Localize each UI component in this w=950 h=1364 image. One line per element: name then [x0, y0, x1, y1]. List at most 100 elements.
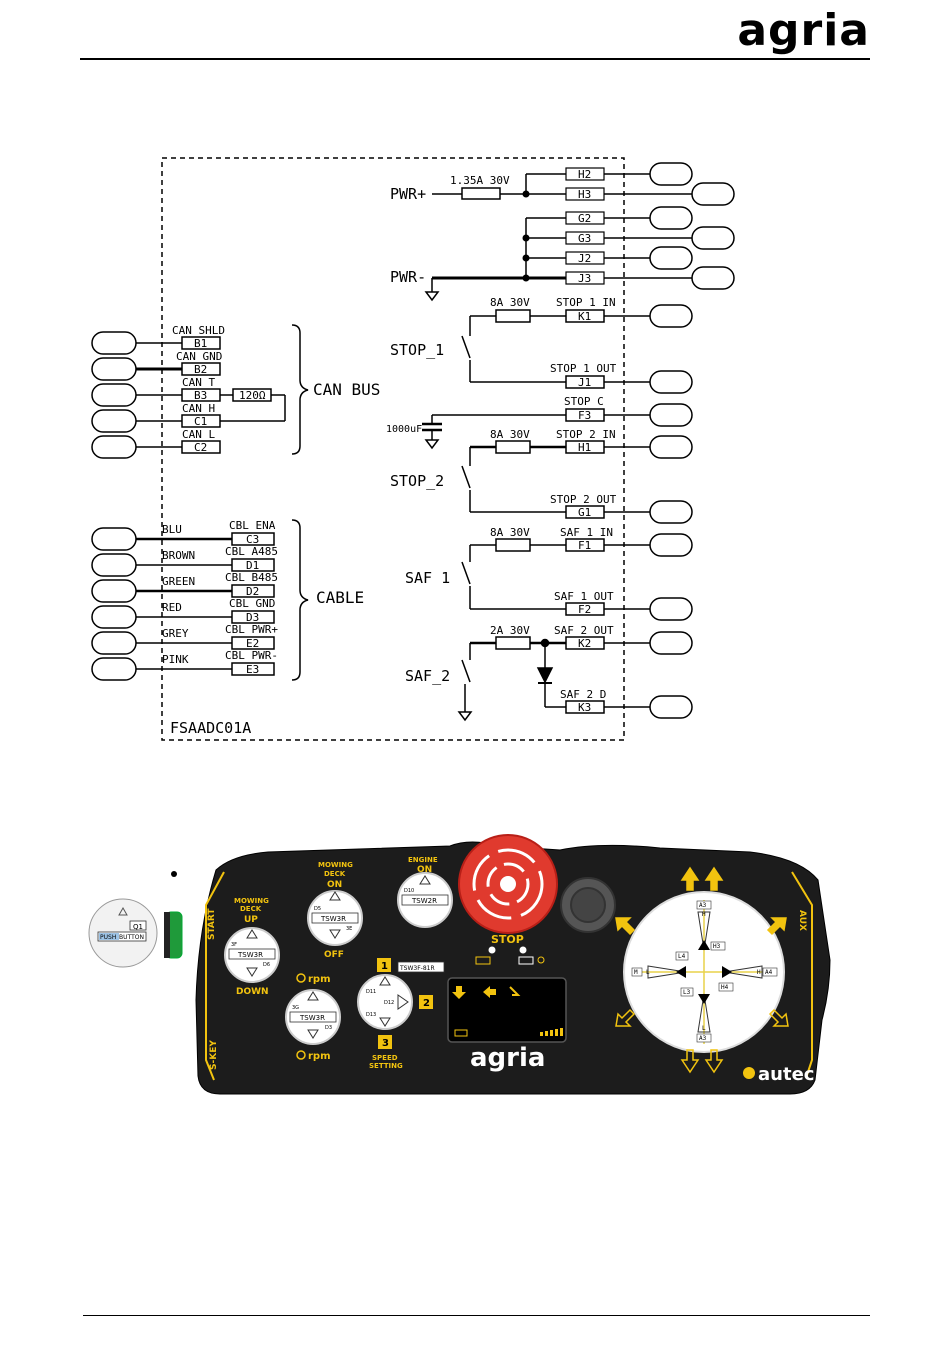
wire-blu: BLU — [162, 523, 182, 536]
header-rule — [80, 58, 870, 60]
svg-text:H3: H3 — [713, 943, 721, 950]
pin-k2: K2 — [578, 637, 591, 650]
svg-text:A4: A4 — [765, 969, 773, 976]
cbl-pwrp-label: CBL PWR+ — [225, 623, 278, 636]
stop1-out-label: STOP 1 OUT — [550, 362, 617, 375]
terminal-c2 — [91, 435, 137, 459]
terminal-h2 — [649, 162, 693, 186]
arrow-up-icon — [680, 866, 700, 891]
svg-text:L3: L3 — [683, 989, 691, 996]
pin-d1: D1 — [246, 559, 259, 572]
svg-text:rpm: rpm — [308, 974, 331, 985]
svg-text:3: 3 — [382, 1038, 389, 1049]
start-label: START — [207, 908, 217, 940]
svg-text:L4: L4 — [678, 953, 686, 960]
svg-text:SETTING: SETTING — [369, 1062, 403, 1070]
svg-text:DECK: DECK — [240, 905, 262, 913]
svg-text:BUTTON: BUTTON — [119, 934, 144, 941]
arrow-up-right-icon — [766, 917, 787, 936]
svg-text:D3: D3 — [325, 1025, 332, 1031]
stop1-in-label: STOP 1 IN — [556, 296, 616, 309]
engine-switch[interactable]: ENGINE ON TSW2R D10 — [397, 856, 453, 928]
stop2-in-label: STOP 2 IN — [556, 428, 616, 441]
pin-d3: D3 — [246, 611, 259, 624]
rpm-switch[interactable]: rpm TSW3R 3G D3 rpm — [285, 973, 341, 1062]
terminal-f3 — [649, 403, 693, 427]
terminal-h3 — [691, 182, 735, 206]
svg-text:DOWN: DOWN — [236, 987, 269, 997]
stop2-out-label: STOP 2 OUT — [550, 493, 617, 506]
svg-text:rpm: rpm — [308, 1051, 331, 1062]
can-gnd-label: CAN GND — [176, 350, 222, 363]
rotary-knob[interactable] — [560, 877, 616, 933]
svg-text:3G: 3G — [292, 1005, 299, 1011]
joystick[interactable]: A3 H H3 M L L4 H A4 H4 L3 L A3 — [623, 891, 785, 1053]
pin-j1: J1 — [578, 376, 591, 389]
pin-h2: H2 — [565, 167, 605, 181]
can-h-label: CAN H — [182, 402, 215, 415]
saf1-out-label: SAF 1 OUT — [554, 590, 614, 603]
svg-text:H2: H2 — [578, 168, 591, 181]
terminal-g3 — [691, 226, 735, 250]
terminal-b3 — [91, 383, 137, 407]
page-header: agria — [80, 0, 870, 60]
footer-rule — [83, 1315, 870, 1316]
pin-b1: B1 — [194, 337, 207, 350]
stop2-fuse: 8A 30V — [490, 428, 530, 441]
svg-text:D12: D12 — [384, 1000, 394, 1006]
svg-text:D6: D6 — [263, 962, 270, 968]
pin-e3: E3 — [246, 663, 259, 676]
svg-text:D10: D10 — [404, 888, 414, 894]
battery-ok-icon — [518, 956, 545, 965]
pushbutton-code: Q1 — [133, 923, 143, 931]
terminal-f1 — [649, 533, 693, 557]
saf2-out-label: SAF 2 OUT — [554, 624, 614, 637]
wire-grey: GREY — [162, 627, 189, 640]
stop1-switch: STOP_1 — [390, 341, 444, 359]
can-l-label: CAN L — [182, 428, 215, 441]
wire-green: GREEN — [162, 575, 195, 588]
wire-red: RED — [162, 601, 182, 614]
terminal-k1 — [649, 304, 693, 328]
pin-f3: F3 — [578, 409, 591, 422]
svg-text:ON: ON — [417, 865, 432, 875]
mowing-deck-updown-switch[interactable]: MOWING DECK UP TSW3R 3F D6 DOWN — [224, 897, 280, 997]
speed-setting-switch[interactable]: 1 TSW3F-81R D11 D12 D13 2 3 SPEED SETTIN… — [357, 958, 445, 1070]
terminal-j1 — [649, 370, 693, 394]
svg-text:D5: D5 — [314, 906, 321, 912]
saf2-fuse: 2A 30V — [490, 624, 530, 637]
pin-e2: E2 — [246, 637, 259, 650]
svg-text:TSW2R: TSW2R — [411, 897, 437, 905]
can-shld-label: CAN SHLD — [172, 324, 225, 337]
pin-k3: K3 — [578, 701, 591, 714]
cbl-ena-label: CBL ENA — [229, 519, 276, 532]
terminal-h1 — [649, 435, 693, 459]
emergency-stop-button[interactable] — [458, 834, 558, 934]
cbl-pwrn-label: CBL PWR- — [225, 649, 278, 662]
terminal-k3 — [649, 695, 693, 719]
terminal-g2 — [649, 206, 693, 230]
stop2-switch: STOP_2 — [390, 472, 444, 490]
resistor-label: 120Ω — [239, 389, 266, 402]
panel-brand-logo: agria — [470, 1043, 545, 1073]
terminal-d2 — [91, 579, 137, 603]
saf2-d-label: SAF 2 D — [560, 688, 606, 701]
mowing-deck-onoff-switch[interactable]: MOWING DECK ON TSW3R D5 3E OFF — [307, 861, 363, 960]
power-fuse-label: 1.35A 30V — [450, 174, 510, 187]
cbl-gnd-label: CBL GND — [229, 597, 275, 610]
saf1-in-label: SAF 1 IN — [560, 526, 613, 539]
capacitor-label: 1000uF — [386, 424, 422, 435]
wiring-schematic: FSAADC01A PWR+ 1.35A 30V PWR- H2 H3 G2 G… — [91, 157, 735, 741]
stop-c-label: STOP C — [564, 395, 604, 408]
svg-text:H: H — [757, 969, 761, 976]
terminal-e2 — [91, 631, 137, 655]
svg-text:ON: ON — [327, 880, 342, 890]
terminal-b2 — [91, 357, 137, 381]
svg-text:autec: autec — [758, 1064, 814, 1085]
svg-text:DECK: DECK — [324, 870, 346, 878]
svg-text:SPEED: SPEED — [372, 1054, 398, 1062]
svg-text:3F: 3F — [231, 942, 237, 948]
battery-low-icon — [475, 956, 491, 965]
pin-h1: H1 — [578, 441, 591, 454]
saf1-fuse: 8A 30V — [490, 526, 530, 539]
